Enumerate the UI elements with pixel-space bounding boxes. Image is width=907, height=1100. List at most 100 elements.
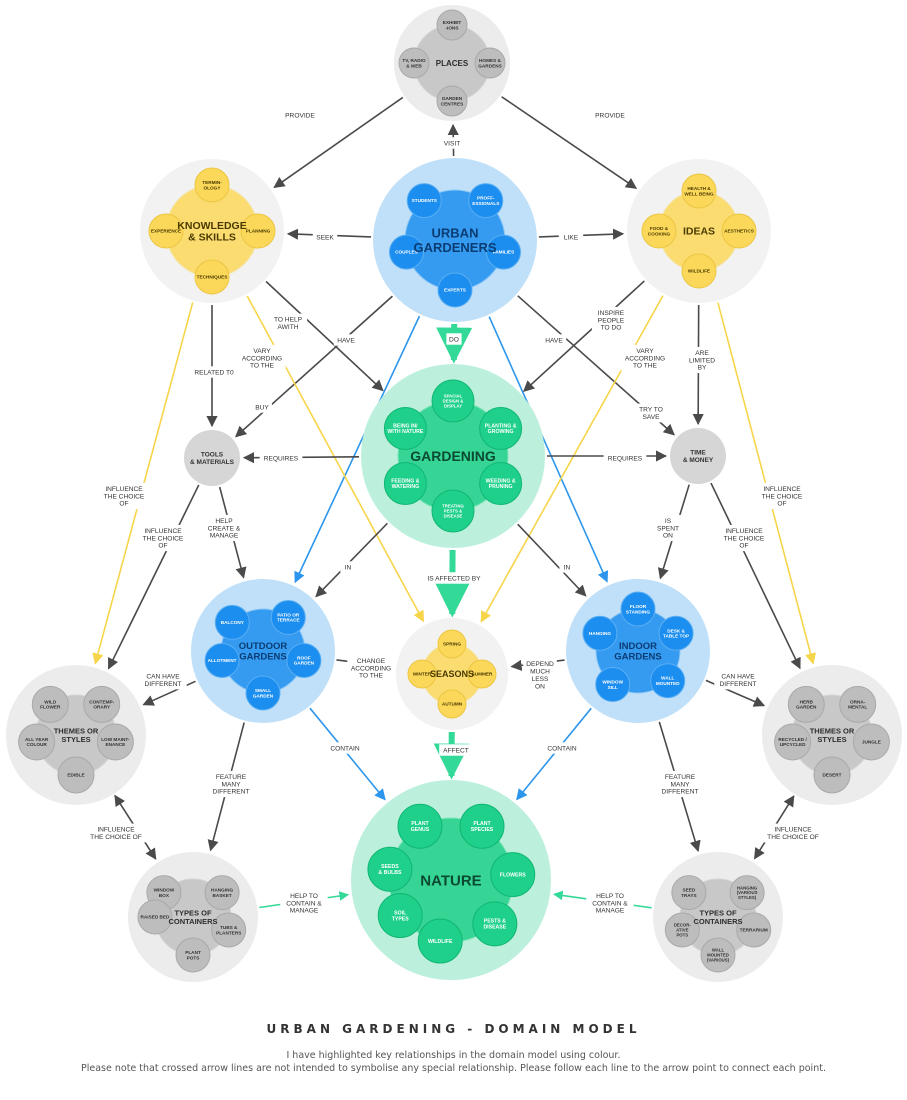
sub-label-homes-gardens: HOMES &GARDENS [478,58,501,68]
sub-circle-wall-mounted [650,663,686,699]
edge-label-backdrop [280,889,328,917]
edge-label-in: IN [345,564,352,571]
sub-circle-wild-flower [31,685,69,723]
edge-label-backdrop [207,770,255,798]
edge-label-backdrop [139,670,187,690]
footer-note-arrows: Please note that crossed arrow lines are… [81,1063,826,1074]
node-title-seasons: SEASONS [430,669,474,679]
edge-label-provide: PROVIDE [285,112,315,119]
edge-label-backdrop [333,334,359,346]
node-title-time: TIME& MONEY [683,450,714,464]
edge-label-backdrop [542,742,582,754]
sub-label-being-in-with-nature: BEING IN/WITH NATURE [387,423,423,435]
node-title-nature: NATURE [420,872,481,889]
sub-circle-hanging-various-styles [729,875,765,911]
node-circle [184,430,240,486]
sub-circle-treating-pests-disease [431,489,475,533]
sub-label-food-cooking: FOOD &COOKING [648,226,671,236]
edge-label-backdrop [268,313,308,333]
edge-label-backdrop [83,823,149,843]
sub-circle-feeding-watering [383,462,427,505]
node-title-knowledge: KNOWLEDGE& SKILLS [177,220,246,244]
edge-label-contain: CONTAIN [330,745,359,752]
edge-label-backdrop [259,452,303,464]
edge-tools-to-themes_left [107,484,200,670]
edge-label-backdrop [437,137,467,149]
sub-label-winter: WINTER [413,672,432,677]
sub-circle-hanging-basket [204,875,240,911]
edge-ideas-to-gardening [523,280,645,392]
sub-label-wildlife: WILDLIFE [428,939,453,945]
edge-label-backdrop [558,231,584,243]
node-ideas: HEALTH &WELL BEINGAESTHETICSWILDLIFEFOOD… [627,159,771,303]
edge-gardening-to-indoor [517,523,587,597]
edge-gardening-to-outdoor [315,522,388,598]
edge-label-in: IN [564,564,571,571]
edge-label-backdrop [603,452,647,464]
edge-urban-to-tools [234,295,394,438]
edge-urban-to-indoor [488,316,609,583]
sub-circle-wildlife [417,918,463,964]
sub-circle-wall-mounted-various [700,937,736,973]
sub-label-termin-ology: TERMIN-OLOGY [202,180,222,190]
sub-circle-plant-genus [397,803,443,849]
edge-label-backdrop [591,306,631,334]
edge-label-backdrop [340,561,356,573]
sub-circle-roof-garden [286,642,322,678]
sub-circle-flowers [490,852,536,898]
sub-circle-hanging [582,615,618,651]
node-title-ideas: IDEAS [683,226,715,238]
sub-circle-homes-gardens [474,47,506,79]
sub-circle-planning [240,213,276,249]
sub-label-orna-mental: ORNA-MENTAL [848,699,867,709]
sub-circle-edible [57,756,95,794]
edge-label-backdrop [656,770,704,798]
sub-label-low-maint-enance: LOW MAINT-ENANCE [101,737,130,747]
edge-label-have: HAVE [337,337,355,344]
sub-label-exhibit-ions: EXHIBIT-IONS [443,20,462,30]
edge-label-provide: PROVIDE [595,112,625,119]
edge-label-contain: CONTAIN [547,745,576,752]
sub-label-experts: EXPERTS [444,288,466,293]
sub-circle-tv-radio-web [398,47,430,79]
sub-circle-decor-ative-pots [664,912,700,948]
sub-circle-seed-trays [671,875,707,911]
sub-circle-terrarium [736,912,772,948]
sub-circle-all-year-colour [18,723,56,761]
edge-places-to-ideas [501,96,638,189]
edge-label-buy: BUY [255,404,269,411]
sub-label-tv-radio-web: TV, RADIO& WEB [402,58,426,68]
edge-label-backdrop [541,334,567,346]
sub-label-techniques: TECHNIQUES [197,275,228,280]
sub-circle-food-cooking [641,213,677,249]
sub-circle-aesthetics [721,213,757,249]
edge-outdoor-to-nature [309,707,386,801]
edge-label-backdrop [653,514,683,542]
sub-circle-jungle [852,723,890,761]
